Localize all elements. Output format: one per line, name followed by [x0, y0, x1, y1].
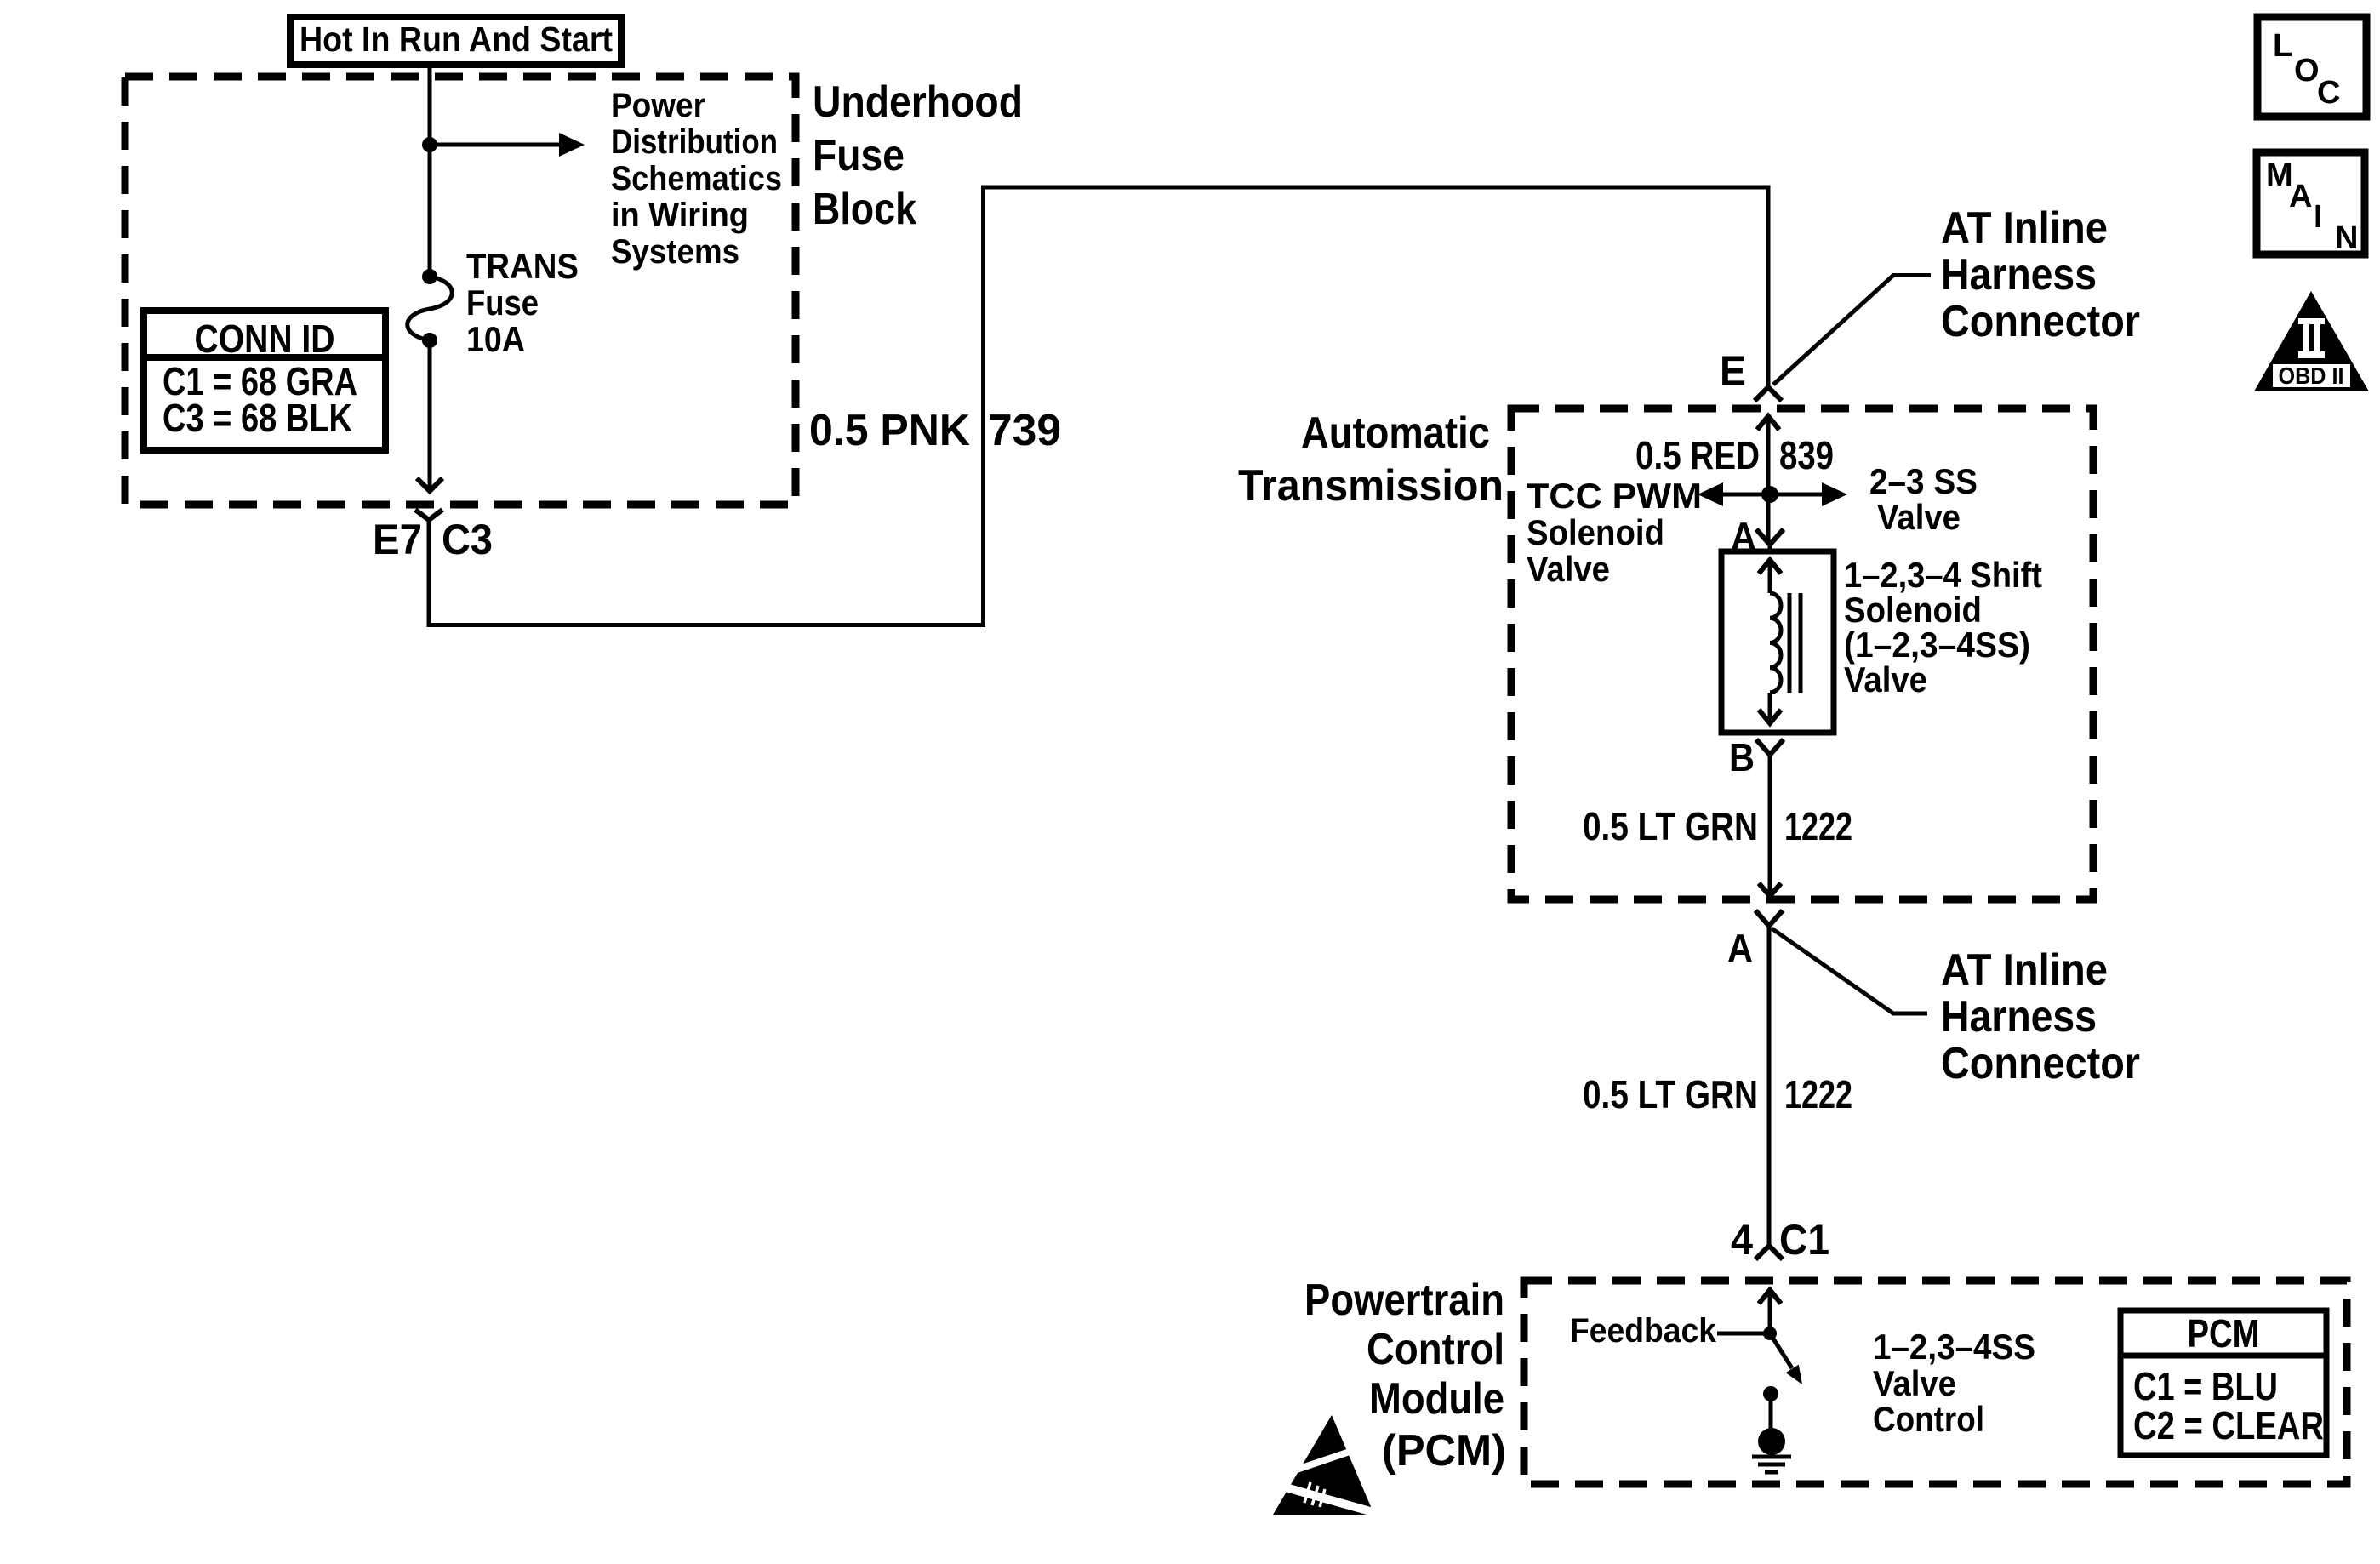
svg-text:Systems: Systems — [611, 233, 739, 271]
svg-text:C1 = 68 GRA: C1 = 68 GRA — [163, 359, 357, 403]
svg-text:Underhood: Underhood — [813, 77, 1023, 127]
svg-text:Valve: Valve — [1877, 497, 1961, 537]
svg-text:1–2,3–4SS: 1–2,3–4SS — [1873, 1327, 2035, 1367]
svg-text:A: A — [2289, 179, 2312, 214]
svg-text:2–3 SS: 2–3 SS — [1869, 461, 1978, 501]
svg-text:Harness: Harness — [1941, 992, 2097, 1042]
svg-text:C1 = BLU: C1 = BLU — [2133, 1364, 2278, 1408]
svg-text:(PCM): (PCM) — [1382, 1426, 1506, 1476]
svg-text:Valve: Valve — [1844, 659, 1927, 699]
svg-text:Valve: Valve — [1527, 549, 1610, 589]
svg-text:A: A — [1727, 926, 1753, 970]
svg-text:739: 739 — [988, 406, 1061, 455]
svg-text:M: M — [2266, 157, 2293, 193]
svg-text:TRANS: TRANS — [466, 246, 579, 286]
svg-text:C3: C3 — [442, 516, 493, 563]
svg-text:TCC PWM: TCC PWM — [1527, 476, 1702, 516]
svg-text:1222: 1222 — [1784, 804, 1852, 848]
svg-text:Harness: Harness — [1941, 250, 2097, 300]
svg-text:O: O — [2294, 53, 2320, 88]
svg-text:C2 = CLEAR: C2 = CLEAR — [2133, 1403, 2324, 1447]
svg-text:Feedback: Feedback — [1570, 1312, 1717, 1350]
svg-text:B: B — [1729, 735, 1755, 779]
svg-text:Control: Control — [1873, 1399, 1984, 1439]
svg-text:Block: Block — [813, 185, 916, 234]
svg-text:839: 839 — [1779, 433, 1834, 477]
svg-text:Module: Module — [1369, 1374, 1504, 1424]
svg-text:Fuse: Fuse — [813, 131, 905, 180]
svg-text:E: E — [1720, 347, 1746, 395]
svg-text:Power: Power — [611, 87, 705, 124]
svg-text:Solenoid: Solenoid — [1527, 512, 1664, 552]
svg-text:AT Inline: AT Inline — [1941, 203, 2108, 253]
svg-text:0.5 LT GRN: 0.5 LT GRN — [1583, 1072, 1758, 1116]
svg-text:E7: E7 — [373, 516, 422, 563]
svg-text:0.5 PNK: 0.5 PNK — [809, 406, 970, 455]
svg-text:Distribution: Distribution — [611, 123, 778, 161]
svg-text:(1–2,3–4SS): (1–2,3–4SS) — [1844, 625, 2030, 665]
svg-text:L: L — [2273, 28, 2292, 64]
svg-text:1222: 1222 — [1784, 1072, 1852, 1116]
svg-text:C3 = 68 BLK: C3 = 68 BLK — [163, 396, 352, 440]
svg-text:10A: 10A — [466, 319, 525, 359]
svg-text:Solenoid: Solenoid — [1844, 590, 1982, 630]
svg-text:Connector: Connector — [1941, 297, 2140, 346]
svg-text:Transmission: Transmission — [1238, 461, 1504, 511]
svg-text:OBD II: OBD II — [2279, 362, 2344, 389]
svg-text:Fuse: Fuse — [466, 283, 539, 323]
svg-text:0.5 RED: 0.5 RED — [1635, 433, 1760, 477]
svg-text:C1: C1 — [1779, 1216, 1829, 1264]
svg-text:Schematics: Schematics — [611, 160, 782, 197]
svg-text:CONN ID: CONN ID — [195, 317, 335, 361]
svg-text:N: N — [2335, 220, 2358, 256]
svg-text:Connector: Connector — [1941, 1039, 2140, 1088]
svg-text:1–2,3–4 Shift: 1–2,3–4 Shift — [1844, 555, 2042, 595]
svg-text:I: I — [2314, 199, 2323, 235]
svg-text:0.5 LT GRN: 0.5 LT GRN — [1583, 804, 1758, 848]
svg-text:4: 4 — [1731, 1216, 1753, 1264]
svg-text:Hot In Run And Start: Hot In Run And Start — [300, 20, 613, 59]
svg-text:Automatic: Automatic — [1301, 408, 1490, 458]
svg-text:AT Inline: AT Inline — [1941, 945, 2108, 995]
svg-text:C: C — [2317, 75, 2340, 111]
svg-text:PCM: PCM — [2188, 1311, 2260, 1356]
svg-text:Powertrain: Powertrain — [1304, 1276, 1504, 1325]
svg-text:Control: Control — [1367, 1325, 1504, 1374]
svg-text:Valve: Valve — [1873, 1363, 1956, 1403]
svg-text:in Wiring: in Wiring — [611, 197, 749, 234]
